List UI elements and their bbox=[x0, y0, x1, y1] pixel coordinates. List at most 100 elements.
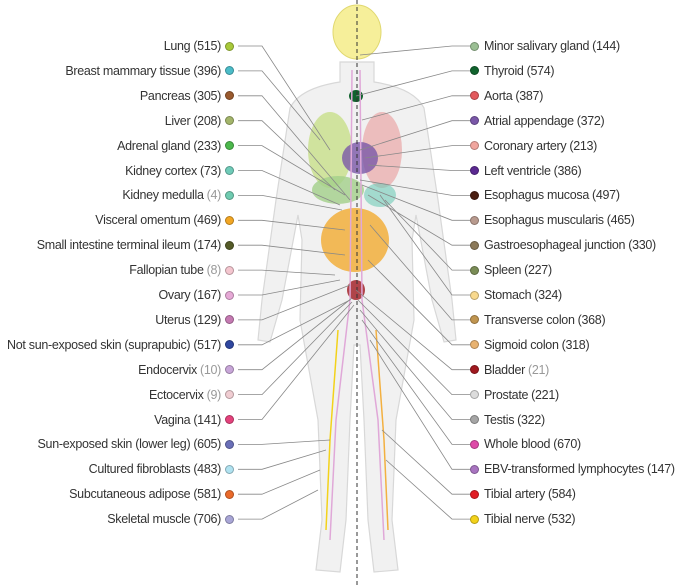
tissue-color-dot bbox=[225, 66, 234, 76]
leader-line bbox=[238, 279, 341, 296]
tissue-label-adrenal-gland: Adrenal gland(233) bbox=[117, 137, 234, 155]
leader-line bbox=[355, 70, 470, 97]
leader-line bbox=[359, 309, 470, 420]
tissue-name: Tibial artery bbox=[484, 487, 545, 502]
leader-line bbox=[238, 439, 331, 445]
sample-count: (581) bbox=[193, 487, 221, 502]
leader-line bbox=[238, 269, 336, 276]
sample-count: (330) bbox=[628, 238, 656, 253]
tissue-label-visceral-omentum: Visceral omentum(469) bbox=[95, 211, 234, 229]
tissue-color-dot bbox=[225, 390, 234, 400]
leader-line bbox=[238, 145, 346, 196]
tissue-color-dot bbox=[470, 66, 479, 76]
tissue-color-dot bbox=[225, 439, 234, 449]
tissue-label-esophagus-mucosa: Esophagus mucosa(497) bbox=[470, 186, 620, 204]
sample-count: (465) bbox=[606, 213, 635, 228]
tissue-label-minor-salivary-gland: Minor salivary gland(144) bbox=[470, 37, 620, 55]
leader-line bbox=[359, 179, 470, 196]
sample-count: (324) bbox=[534, 288, 562, 302]
tissue-name: Gastroesophageal junction bbox=[484, 238, 626, 253]
tissue-color-dot bbox=[225, 365, 234, 375]
sample-count: (469) bbox=[193, 213, 221, 228]
tissue-color-dot bbox=[225, 240, 234, 250]
tissue-label-left-ventricle: Left ventricle(386) bbox=[470, 162, 582, 180]
tissue-color-dot bbox=[470, 464, 479, 474]
tissue-color-dot bbox=[225, 166, 234, 175]
tissue-name: Aorta bbox=[484, 88, 513, 103]
tissue-label-esophagus-muscularis: Esophagus muscularis(465) bbox=[470, 211, 635, 229]
tissue-name: Small intestine terminal ileum bbox=[36, 238, 191, 253]
tissue-color-dot bbox=[225, 340, 234, 350]
leader-lines bbox=[238, 45, 470, 520]
tissue-name: Left ventricle bbox=[484, 163, 551, 178]
tissue-name: Sigmoid colon bbox=[484, 337, 559, 352]
tissue-label-prostate: Prostate(221) bbox=[470, 386, 559, 404]
tissue-name: Pancreas bbox=[139, 88, 191, 103]
sample-count: (368) bbox=[577, 312, 606, 327]
tissue-color-dot bbox=[225, 190, 234, 200]
sample-count: (318) bbox=[561, 337, 590, 352]
tissue-label-vagina: Vagina(141) bbox=[154, 411, 234, 429]
tissue-color-dot bbox=[470, 489, 479, 499]
leader-line bbox=[359, 45, 470, 56]
tissue-name: Esophagus muscularis bbox=[484, 213, 604, 228]
sample-count: (21) bbox=[528, 362, 550, 377]
tissue-label-ectocervix: Ectocervix(9) bbox=[149, 386, 234, 404]
sample-count: (174) bbox=[193, 238, 221, 253]
tissue-name: Minor salivary gland bbox=[484, 39, 590, 53]
tissue-label-breast-mammary-tissue: Breast mammary tissue(396) bbox=[65, 62, 234, 80]
tissue-name: Liver bbox=[164, 113, 191, 128]
leader-line bbox=[369, 339, 470, 470]
tissue-color-dot bbox=[225, 489, 234, 499]
tissue-label-bladder: Bladder(21) bbox=[470, 361, 549, 379]
tissue-color-dot bbox=[225, 464, 234, 474]
leader-line bbox=[364, 145, 470, 159]
tissue-label-thyroid: Thyroid(574) bbox=[470, 62, 555, 80]
leader-line bbox=[381, 429, 470, 495]
leader-line bbox=[379, 194, 470, 296]
sample-count: (227) bbox=[524, 263, 552, 278]
sample-count: (670) bbox=[553, 437, 581, 452]
sample-count: (9) bbox=[206, 387, 222, 402]
leader-line bbox=[238, 299, 351, 346]
tissue-label-sun-exposed-skin-lower-leg: Sun-exposed skin (lower leg)(605) bbox=[38, 435, 234, 453]
tissue-name: Uterus bbox=[155, 312, 191, 327]
tissue-name: Bladder bbox=[484, 362, 525, 377]
sample-count: (147) bbox=[647, 462, 675, 477]
tissue-label-tibial-nerve: Tibial nerve(532) bbox=[470, 510, 576, 528]
tissue-label-ebv-transformed-lymphocytes: EBV-transformed lymphocytes(147) bbox=[470, 460, 675, 478]
tissue-label-uterus: Uterus(129) bbox=[155, 311, 234, 329]
leader-line bbox=[238, 170, 341, 206]
tissue-label-sigmoid-colon: Sigmoid colon(318) bbox=[470, 336, 590, 354]
tissue-name: Esophagus mucosa bbox=[484, 188, 589, 203]
sample-count: (8) bbox=[206, 263, 222, 278]
tissue-label-lung: Lung(515) bbox=[164, 37, 234, 55]
tissue-color-dot bbox=[225, 290, 234, 300]
tissue-label-kidney-medulla: Kidney medulla(4) bbox=[122, 186, 234, 204]
tissue-name: Tibial nerve bbox=[484, 512, 545, 527]
tissue-color-dot bbox=[470, 340, 479, 350]
tissue-label-cultured-fibroblasts: Cultured fibroblasts(483) bbox=[89, 460, 234, 478]
tissue-color-dot bbox=[225, 415, 234, 424]
leader-line bbox=[385, 459, 470, 520]
sample-count: (129) bbox=[193, 312, 221, 327]
tissue-color-dot bbox=[225, 265, 234, 275]
tissue-color-dot bbox=[225, 141, 234, 151]
leader-line bbox=[238, 95, 351, 201]
tissue-label-whole-blood: Whole blood(670) bbox=[470, 435, 581, 453]
leader-line bbox=[355, 289, 470, 371]
leader-line bbox=[367, 164, 470, 171]
leader-line bbox=[369, 224, 470, 321]
tissue-name: Kidney medulla bbox=[122, 188, 204, 203]
sample-count: (584) bbox=[547, 487, 576, 502]
tissue-name: Vagina bbox=[154, 412, 191, 427]
sample-count: (233) bbox=[193, 138, 221, 153]
leader-line bbox=[238, 244, 346, 256]
tissue-color-dot bbox=[225, 41, 234, 51]
tissue-color-dot bbox=[225, 315, 234, 325]
leader-line bbox=[238, 194, 343, 211]
tissue-name: Ovary bbox=[158, 288, 191, 302]
sample-count: (532) bbox=[547, 512, 576, 527]
tissue-label-testis: Testis(322) bbox=[470, 411, 545, 429]
sample-count: (221) bbox=[531, 387, 559, 402]
